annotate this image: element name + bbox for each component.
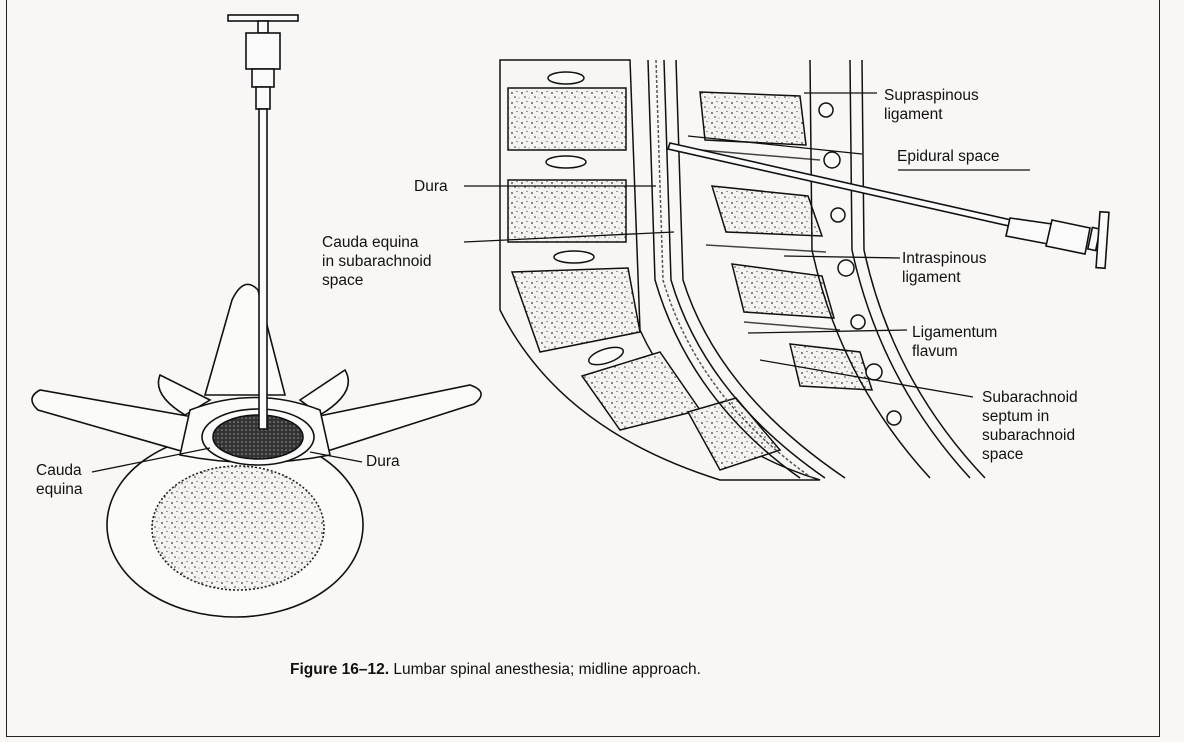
figure-number: Figure 16–12. (290, 661, 389, 678)
label-cauda-equina-axial: Cauda equina (36, 461, 83, 499)
label-dura-axial: Dura (366, 452, 400, 471)
axial-vertebra (32, 284, 481, 617)
label-subarachnoid-septum: Subarachnoid septum in subarachnoid spac… (982, 388, 1078, 464)
label-cauda-equina-subarachnoid: Cauda equina in subarachnoid space (322, 233, 431, 290)
figure-caption-text: Lumbar spinal anesthesia; midline approa… (389, 661, 701, 678)
label-ligamentum-flavum: Ligamentum flavum (912, 323, 997, 361)
label-dura-sagittal: Dura (414, 177, 448, 196)
label-epidural-space: Epidural space (897, 147, 1000, 166)
label-supraspinous-ligament: Supraspinous ligament (884, 86, 979, 124)
label-intraspinous-ligament: Intraspinous ligament (902, 249, 986, 287)
figure-caption: Figure 16–12. Lumbar spinal anesthesia; … (290, 661, 701, 679)
